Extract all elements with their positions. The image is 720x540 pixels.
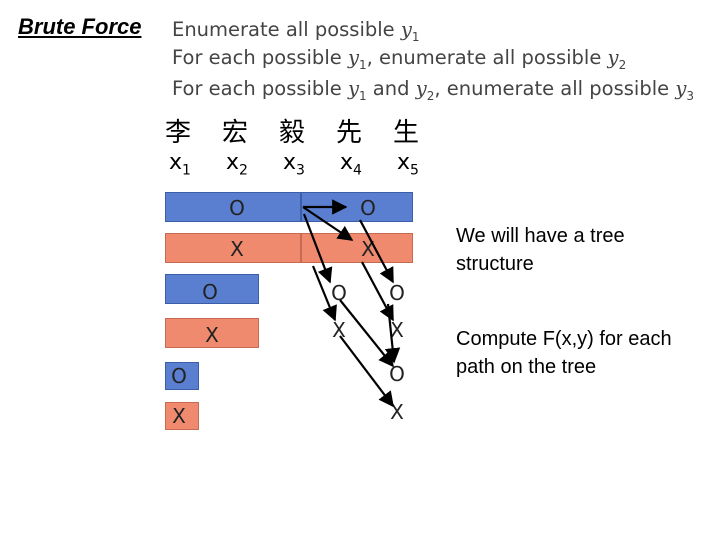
bar-y1-x (165, 233, 301, 263)
line1-text: Enumerate all possible (172, 18, 401, 41)
x4-base: x (340, 150, 354, 175)
x3-base: x (283, 150, 297, 175)
arrow-x-branch-1 (339, 335, 394, 408)
line2-text: For each possible (172, 46, 348, 69)
sym-tree-x-1: X (332, 318, 346, 342)
x-label-2: x2 (207, 150, 267, 178)
x-label-4: x4 (321, 150, 381, 178)
sym-tree-o-1: O (331, 281, 347, 305)
char-5: 生 (392, 118, 419, 148)
x2-sub: 2 (239, 162, 248, 179)
bar-o-level2 (165, 274, 259, 304)
line3-var1: y (347, 77, 359, 100)
line2-var2: y (607, 46, 619, 69)
enumerate-line-2: For each possible y1, enumerate all poss… (172, 46, 626, 72)
tree-note: We will have a tree structure (456, 222, 625, 278)
sym-tree-o-2: O (389, 281, 405, 305)
bar-o-level3 (165, 362, 199, 390)
line1-sub: 1 (411, 29, 420, 44)
tree-note-line1: We will have a tree (456, 225, 625, 247)
line3-mid: and (366, 77, 416, 100)
sym-level2-o: O (202, 280, 218, 304)
bar-x-level3 (165, 402, 199, 430)
sym-level3-o: O (171, 364, 187, 388)
sym-y2-o: O (360, 196, 376, 220)
bar-y1-o (165, 192, 301, 222)
sym-y1-x: X (230, 237, 244, 261)
sym-level3-x: X (172, 404, 186, 428)
x5-base: x (397, 150, 411, 175)
line3-sub1: 1 (358, 88, 367, 103)
x2-base: x (226, 150, 240, 175)
char-1: 李 (164, 118, 191, 148)
x1-base: x (169, 150, 183, 175)
compute-note: Compute F(x,y) for each path on the tree (456, 325, 672, 381)
arrow-root-to-x (302, 206, 354, 241)
line2-mid: , enumerate all possible (366, 46, 608, 69)
line3-var2: y (415, 77, 427, 100)
line3-sub2: 2 (426, 88, 435, 103)
arrow-x-branch-2 (339, 299, 394, 368)
line1-var: y (400, 18, 412, 41)
compute-note-line1: Compute F(x,y) for each (456, 328, 672, 350)
compute-note-line2: path on the tree (456, 356, 597, 378)
line3-sub3: 3 (686, 88, 694, 103)
enumerate-line-1: Enumerate all possible y1 (172, 18, 420, 44)
x3-sub: 3 (296, 162, 305, 179)
char-3: 毅 (278, 118, 305, 148)
x-label-3: x3 (264, 150, 324, 178)
x4-sub: 4 (353, 162, 362, 179)
line3-text: For each possible (172, 77, 348, 100)
line2-sub2: 2 (618, 57, 627, 72)
arrow-o-branch (384, 303, 401, 364)
x-label-5: x5 (378, 150, 438, 178)
char-4: 先 (335, 118, 362, 148)
line2-var1: y (347, 46, 359, 69)
page-title: Brute Force (18, 14, 142, 39)
bar-x-level2 (165, 318, 259, 348)
sym-y1-o: O (229, 196, 245, 220)
x-label-1: x1 (150, 150, 210, 178)
arrow-x2-to-x (311, 265, 337, 322)
arrow-x-to-o (302, 213, 333, 284)
char-2: 宏 (221, 118, 248, 148)
enumerate-line-3: For each possible y1 and y2, enumerate a… (172, 77, 694, 103)
line3-mid2: , enumerate all possible (434, 77, 676, 100)
sym-tree-x-2: X (390, 318, 404, 342)
arrow-o-to-o (359, 219, 394, 284)
sym-level2-x: X (205, 323, 219, 347)
x1-sub: 1 (182, 162, 191, 179)
line3-var3: y (675, 77, 687, 100)
sym-tree-o-3: O (389, 362, 405, 386)
tree-note-line2: structure (456, 253, 534, 275)
line2-sub1: 1 (358, 57, 367, 72)
x5-sub: 5 (410, 162, 419, 179)
